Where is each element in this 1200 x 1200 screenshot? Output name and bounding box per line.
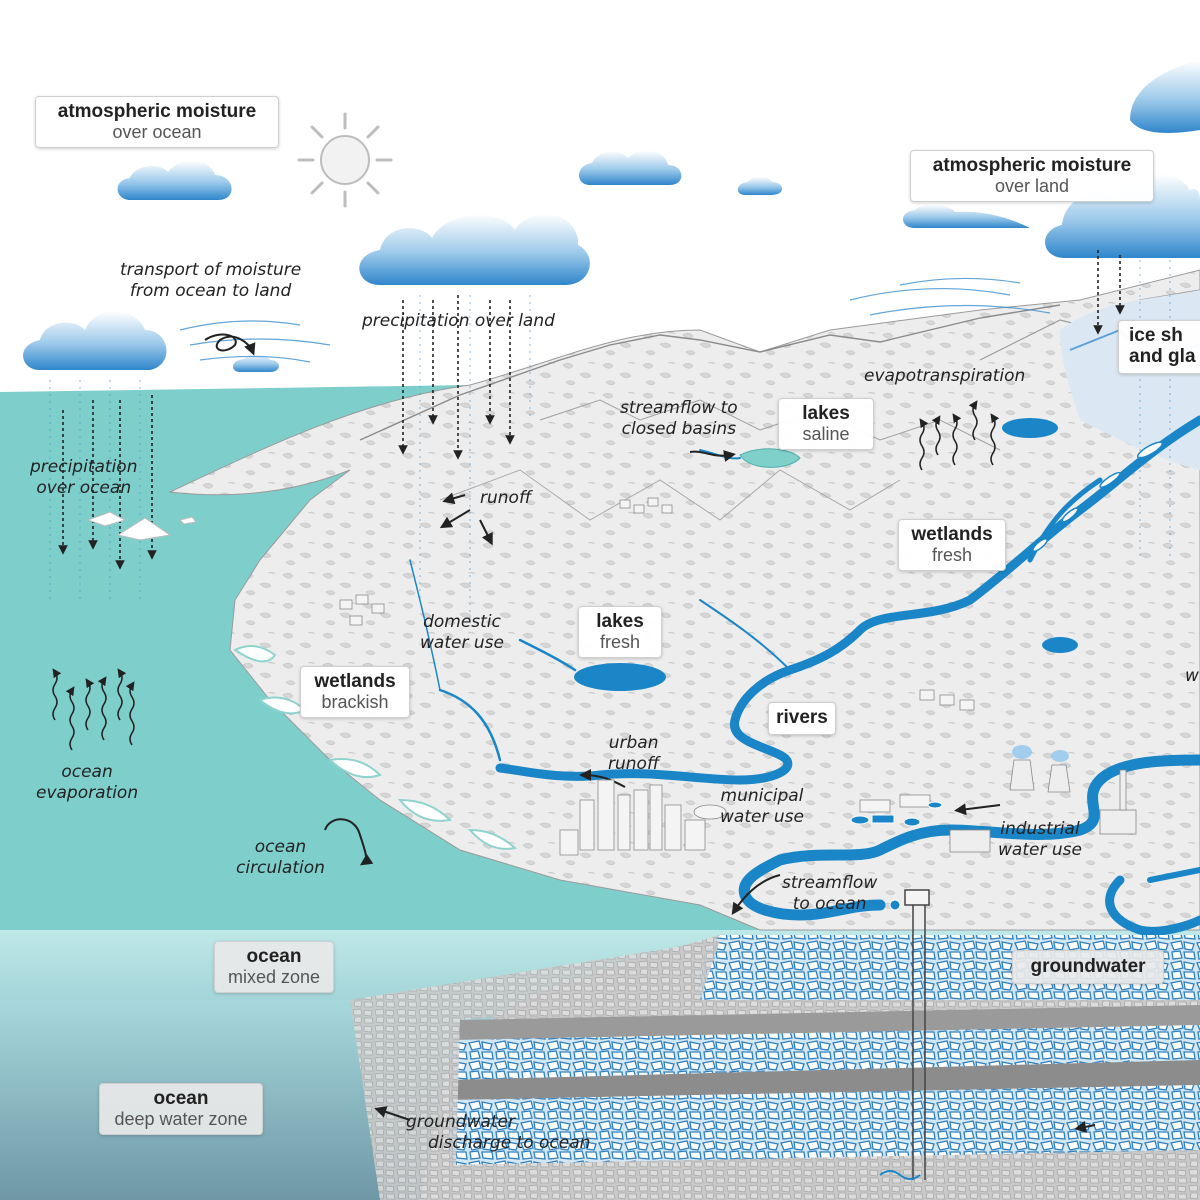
box-subtitle: brackish	[321, 692, 389, 713]
ocean-mixed-zone-box: ocean mixed zone	[214, 941, 334, 994]
box-title: ocean	[153, 1088, 209, 1109]
ocean-deep-zone-box: ocean deep water zone	[99, 1083, 263, 1136]
streamflow-to-ocean-label: streamflow to ocean	[782, 873, 878, 915]
box-title: groundwater	[1030, 956, 1146, 977]
box-subtitle: fresh	[931, 545, 973, 566]
box-subtitle: deep water zone	[114, 1109, 248, 1130]
sun-icon	[297, 112, 393, 208]
box-subtitle: mixed zone	[227, 967, 321, 988]
box-subtitle: over land	[994, 176, 1070, 197]
power-plant-icon	[949, 745, 1137, 853]
runoff-label: runoff	[480, 488, 532, 508]
box-title-line2: and gla	[1129, 346, 1196, 368]
evaporation-arrow-icon	[52, 400, 1000, 751]
groundwater-box: groundwater	[1012, 950, 1164, 985]
box-subtitle: saline	[802, 424, 850, 445]
city-icon	[339, 497, 975, 856]
rivers-box: rivers	[768, 702, 836, 736]
ocean-circulation-label: ocean circulation	[236, 837, 325, 879]
wetlands-brackish-box: wetlands brackish	[300, 666, 410, 719]
atmospheric-moisture-land-box: atmospheric moisture over land	[910, 150, 1154, 203]
wetlands-fresh-box: wetlands fresh	[898, 519, 1006, 572]
ice-sheets-box: ice sh and gla	[1118, 320, 1200, 374]
streamflow-closed-basins-label: streamflow to closed basins	[620, 398, 738, 440]
ocean-evaporation-label: ocean evaporation	[36, 762, 139, 804]
box-subtitle: fresh	[599, 632, 641, 653]
transport-label: transport of moisture from ocean to land	[120, 260, 302, 302]
atmospheric-moisture-ocean-box: atmospheric moisture over ocean	[35, 96, 279, 149]
box-title: lakes	[802, 403, 850, 424]
lakes-fresh-box: lakes fresh	[578, 606, 662, 659]
box-title: wetlands	[911, 524, 993, 545]
precipitation-over-ocean-label: precipitation over ocean	[30, 457, 138, 499]
box-title: atmospheric moisture	[932, 155, 1132, 176]
municipal-water-use-label: municipal water use	[720, 786, 804, 828]
box-subtitle: over ocean	[112, 122, 202, 143]
precipitation-over-land-label: precipitation over land	[362, 311, 555, 331]
urban-runoff-label: urban runoff	[608, 733, 660, 775]
well-icon	[879, 889, 930, 1180]
evapotranspiration-label: evapotranspiration	[864, 366, 1026, 386]
domestic-water-use-label: domestic water use	[420, 612, 504, 654]
box-title: wetlands	[314, 671, 396, 692]
circulation-arrow-icon	[204, 333, 1096, 1133]
lakes-saline-box: lakes saline	[778, 398, 874, 451]
cloud-icon	[23, 60, 1200, 372]
box-title: ocean	[246, 946, 302, 967]
box-title: atmospheric moisture	[57, 101, 257, 122]
edge-label-w: w	[1185, 666, 1199, 686]
groundwater-discharge-label: groundwater discharge to ocean	[406, 1112, 591, 1154]
box-title: rivers	[776, 707, 828, 728]
box-title: lakes	[596, 611, 644, 632]
industrial-water-use-label: industrial water use	[998, 819, 1082, 861]
box-title: ice sh	[1129, 325, 1183, 346]
